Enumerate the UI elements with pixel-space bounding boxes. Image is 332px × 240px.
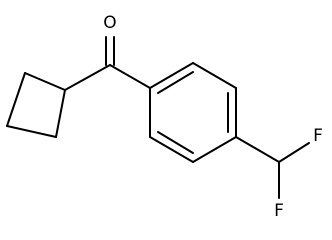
benzene-bond-5 <box>149 136 194 163</box>
cyclobutane-bond-2 <box>6 72 26 127</box>
carbonyl-cyclobutyl-bond <box>64 64 111 91</box>
fluorine-bottom-atom-label: F <box>274 201 284 221</box>
oxygen-atom-label: O <box>103 13 116 33</box>
benzene-bond-1 <box>149 62 194 89</box>
benzene-bond-2 <box>192 62 237 89</box>
cyclobutane-bond-3 <box>6 125 57 138</box>
carbon-fluorine-top-bond <box>278 142 310 163</box>
benzene-bond-4 <box>192 136 237 163</box>
benzene-inner-bond-1 <box>157 71 194 94</box>
structure-diagram: O F F <box>6 13 323 221</box>
carbonyl-aryl-bond <box>109 64 151 89</box>
cyclobutane-bond-1 <box>24 72 66 91</box>
benzene-inner-bond-3 <box>157 131 194 154</box>
aryl-chf2-bond <box>235 136 280 163</box>
cyclobutane-bond-4 <box>55 89 66 138</box>
fluorine-top-atom-label: F <box>313 126 323 146</box>
